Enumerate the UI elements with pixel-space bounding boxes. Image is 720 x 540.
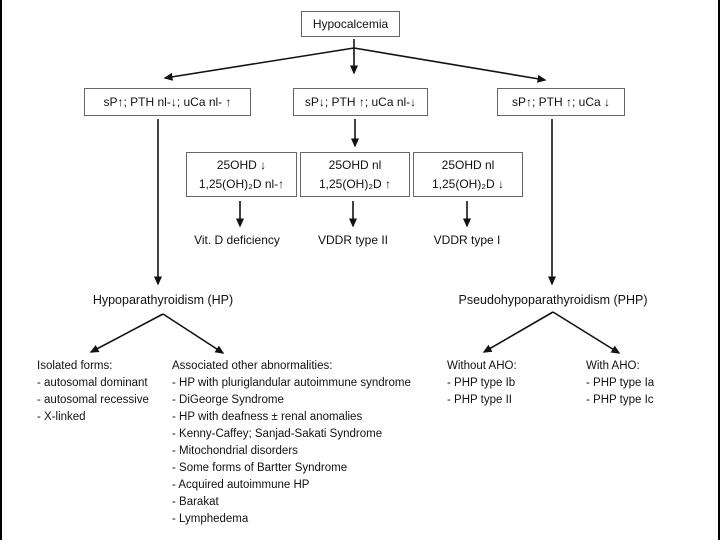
hp-heading: Hypoparathyroidism (HP) bbox=[92, 293, 234, 307]
list-item: - autosomal dominant bbox=[37, 377, 148, 389]
vitd-box-line2: 1,25(OH)₂D ↓ bbox=[431, 176, 504, 191]
list-item: - autosomal recessive bbox=[37, 394, 149, 406]
right-border bbox=[718, 0, 720, 540]
lab-box-vitd: sP↓; PTH ↑; uCa nl-↓ bbox=[293, 88, 428, 116]
list-header: Isolated forms: bbox=[37, 360, 113, 372]
vitd-box-vddr1: 25OHD nl 1,25(OH)₂D ↓ bbox=[413, 152, 523, 197]
list-item: - PHP type Ia bbox=[586, 377, 655, 389]
vitd-box-line1: 25OHD nl bbox=[441, 157, 495, 172]
list-item: - Lymphedema bbox=[172, 513, 249, 525]
diagnosis-vddr-type2: VDDR type II bbox=[317, 233, 389, 247]
vitd-box-line2: 1,25(OH)₂D ↑ bbox=[318, 176, 391, 191]
diagnosis-vddr-type1: VDDR type I bbox=[433, 233, 501, 247]
isolated-forms-list: Isolated forms: - autosomal dominant - a… bbox=[37, 358, 149, 426]
list-item: - PHP type Ic bbox=[586, 394, 654, 406]
list-item: - HP with deafness ± renal anomalies bbox=[172, 411, 363, 423]
vitd-box-vddr2: 25OHD nl 1,25(OH)₂D ↑ bbox=[300, 152, 410, 197]
list-item: - Barakat bbox=[172, 496, 219, 508]
without-aho-list: Without AHO: - PHP type Ib - PHP type II bbox=[447, 358, 517, 409]
list-item: - PHP type II bbox=[447, 394, 512, 406]
with-aho-list: With AHO: - PHP type Ia - PHP type Ic bbox=[586, 358, 654, 409]
list-item: - HP with pluriglandular autoimmune synd… bbox=[172, 377, 411, 389]
list-item: - X-linked bbox=[37, 411, 86, 423]
diagnosis-vitd-deficiency: Vit. D deficiency bbox=[194, 233, 280, 247]
hypocalcemia-box: Hypocalcemia bbox=[301, 11, 400, 37]
list-item: - Mitochondrial disorders bbox=[172, 445, 298, 457]
associated-abnormalities-list: Associated other abnormalities: - HP wit… bbox=[172, 358, 411, 528]
list-item: - Acquired autoimmune HP bbox=[172, 479, 310, 491]
list-header: With AHO: bbox=[586, 360, 640, 372]
list-header: Without AHO: bbox=[447, 360, 517, 372]
list-header: Associated other abnormalities: bbox=[172, 360, 333, 372]
lab-box-hp: sP↑; PTH nl-↓; uCa nl- ↑ bbox=[84, 88, 251, 116]
vitd-box-deficiency: 25OHD ↓ 1,25(OH)₂D nl-↑ bbox=[186, 152, 297, 197]
vitd-box-line1: 25OHD ↓ bbox=[216, 157, 267, 172]
list-item: - DiGeorge Syndrome bbox=[172, 394, 284, 406]
php-heading: Pseudohypoparathyroidism (PHP) bbox=[458, 293, 648, 307]
list-item: - Kenny-Caffey; Sanjad-Sakati Syndrome bbox=[172, 428, 383, 440]
list-item: - Some forms of Bartter Syndrome bbox=[172, 462, 348, 474]
lab-box-php: sP↑; PTH ↑; uCa ↓ bbox=[497, 88, 625, 116]
left-border bbox=[0, 0, 2, 540]
vitd-box-line1: 25OHD nl bbox=[328, 157, 382, 172]
vitd-box-line2: 1,25(OH)₂D nl-↑ bbox=[198, 176, 285, 191]
list-item: - PHP type Ib bbox=[447, 377, 516, 389]
